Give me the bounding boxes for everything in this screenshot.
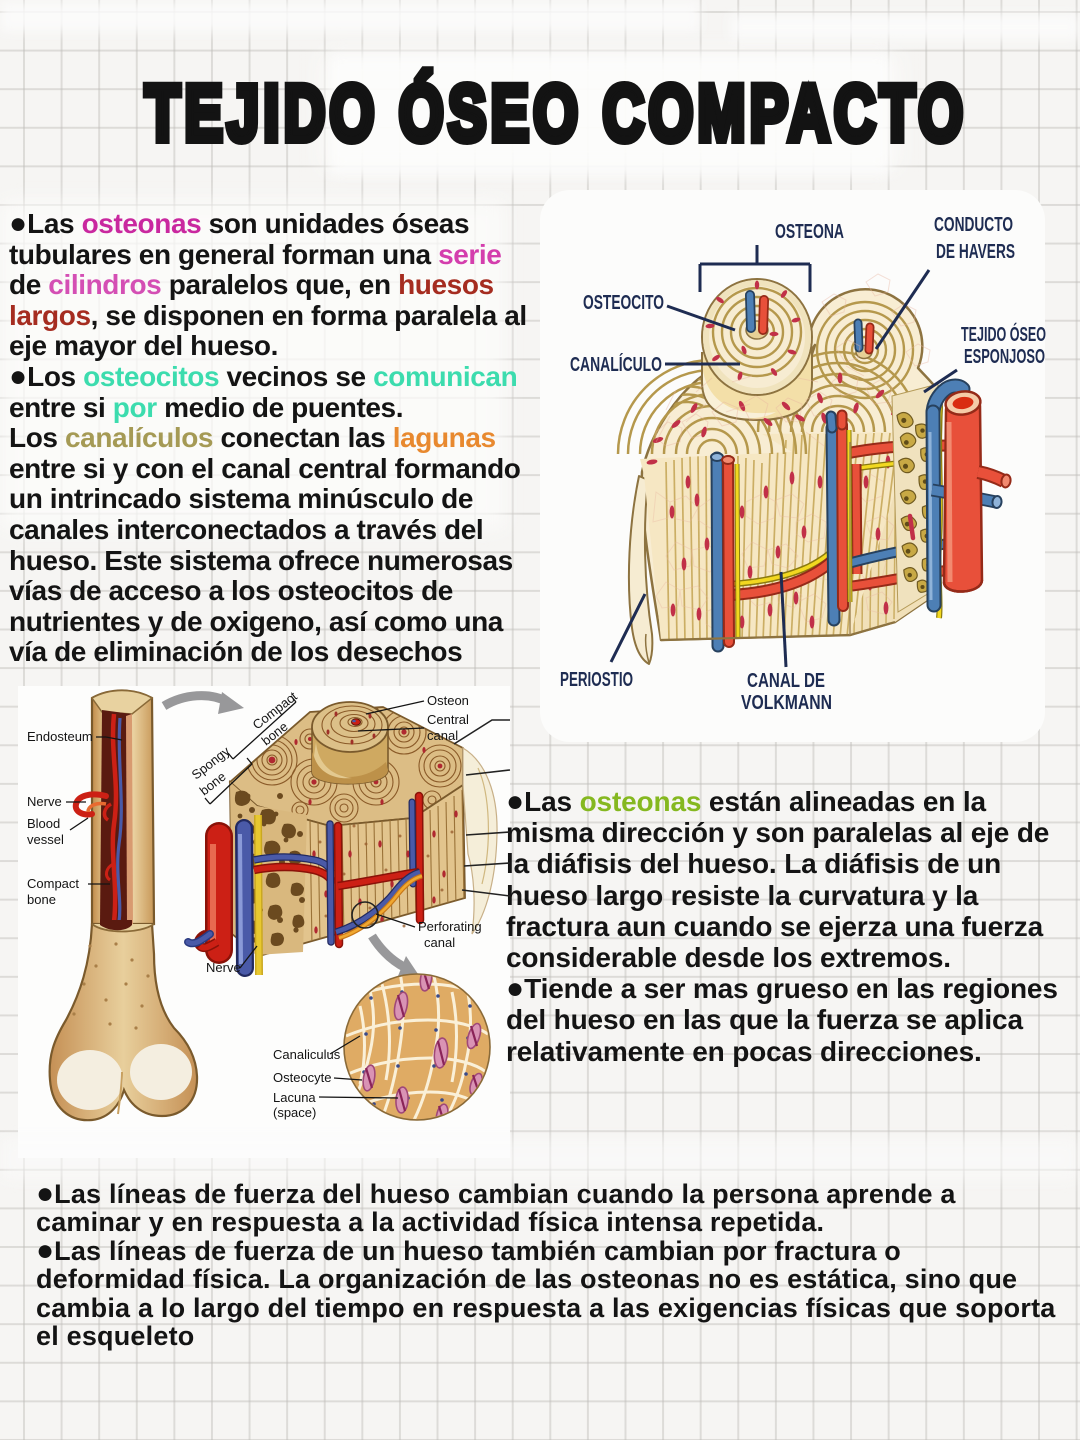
svg-text:Osteon: Osteon [427,693,469,708]
svg-text:CANAL DE: CANAL DE [747,669,825,692]
svg-text:OSTEONA: OSTEONA [775,220,844,243]
svg-text:bone: bone [27,892,56,907]
svg-text:(space): (space) [273,1105,316,1120]
svg-text:Perforating: Perforating [418,919,482,934]
svg-text:Endosteum: Endosteum [27,729,93,744]
svg-text:Blood: Blood [27,816,60,831]
svg-text:CONDUCTO: CONDUCTO [934,213,1013,236]
svg-text:Nerve: Nerve [27,794,62,809]
svg-text:Compact: Compact [27,876,79,891]
svg-text:OSTEOCITO: OSTEOCITO [583,291,664,314]
svg-text:Central: Central [427,712,469,727]
svg-text:vessel: vessel [27,832,64,847]
svg-text:ESPONJOSO: ESPONJOSO [964,345,1045,368]
svg-text:CANALÍCULO: CANALÍCULO [570,353,662,376]
svg-text:canal: canal [427,728,458,743]
svg-text:canal: canal [424,935,455,950]
svg-text:TEJIDO ÓSEO: TEJIDO ÓSEO [961,322,1046,346]
svg-text:DE HAVERS: DE HAVERS [936,240,1015,263]
svg-text:Lacuna: Lacuna [273,1090,316,1105]
svg-text:Nerve: Nerve [206,960,241,975]
svg-text:Osteocyte: Osteocyte [273,1070,332,1085]
svg-text:PERIOSTIO: PERIOSTIO [560,668,633,691]
svg-text:Canaliculus: Canaliculus [273,1047,341,1062]
svg-text:VOLKMANN: VOLKMANN [741,691,832,714]
